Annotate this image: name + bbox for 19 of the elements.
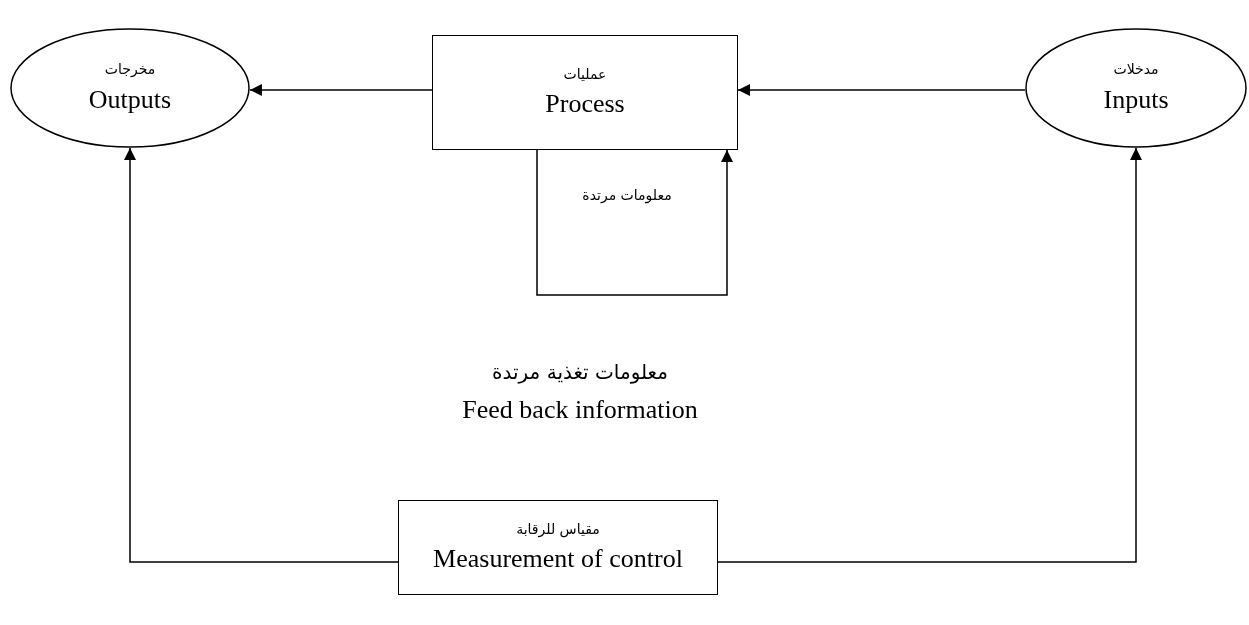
ellipse-node	[10, 28, 250, 148]
node-title: عمليات	[563, 65, 607, 83]
node-label: Inputs	[1103, 83, 1169, 115]
arrow	[536, 149, 733, 296]
caption-text: معلومات تغذية مرتدة	[492, 360, 668, 384]
arrow	[717, 147, 1142, 563]
node-label: Process	[545, 88, 625, 120]
ellipse-node	[1025, 28, 1247, 148]
arrow	[124, 147, 399, 563]
node-title: مخرجات	[104, 61, 156, 78]
caption-text: Feed back information	[462, 395, 698, 425]
node-title: مقياس للرقابة	[516, 520, 600, 538]
node-label: Outputs	[88, 83, 172, 115]
node-title: مدخلات	[1113, 61, 1159, 78]
arrow	[249, 84, 433, 96]
measurement-box	[398, 500, 718, 595]
process-box	[432, 35, 738, 150]
arrow	[737, 84, 1026, 96]
node-label: Measurement of control	[433, 543, 683, 575]
